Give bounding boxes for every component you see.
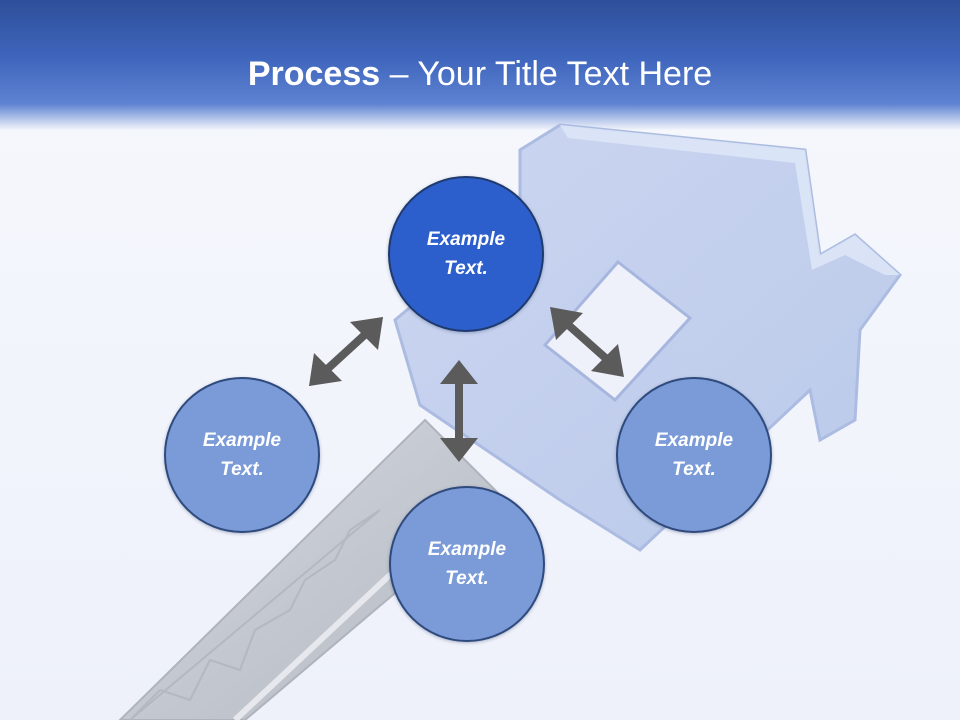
double-arrow-top-left <box>309 317 383 386</box>
title-bold: Process <box>247 55 381 93</box>
title-bar <box>0 0 960 130</box>
process-node-top: Example Text. <box>388 176 544 332</box>
double-arrow-top-right <box>550 307 624 377</box>
node-label: Example Text. <box>654 430 734 480</box>
double-arrow-vertical <box>440 360 478 462</box>
process-node-left: Example Text. <box>164 377 320 533</box>
process-node-right: Example Text. <box>616 377 772 533</box>
process-node-bottom: Example Text. <box>389 486 545 642</box>
node-label: Example Text. <box>427 539 507 589</box>
node-label: Example Text. <box>426 229 506 279</box>
slide-title: Process – Your Title Text Here <box>0 52 960 96</box>
title-rest: – Your Title Text Here <box>380 55 713 93</box>
node-label: Example Text. <box>202 430 282 480</box>
